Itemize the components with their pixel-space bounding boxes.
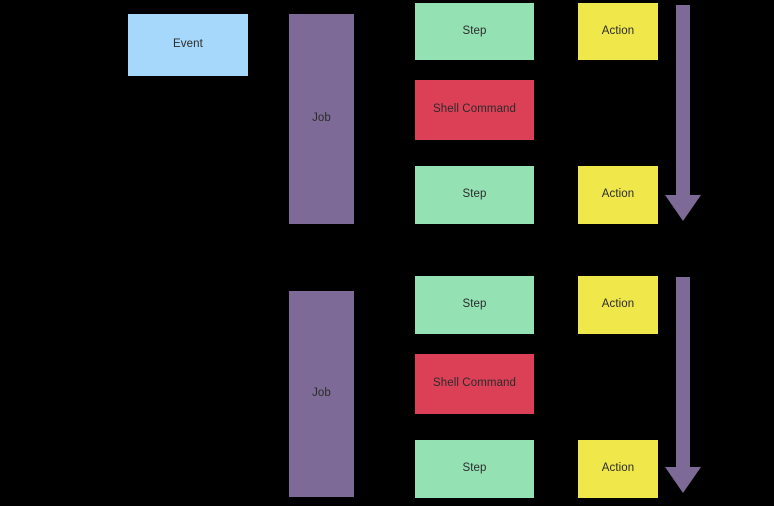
node-action[interactable]: Action (578, 166, 658, 224)
node-action[interactable]: Action (578, 276, 658, 334)
flow-arrow-down-icon (665, 277, 701, 493)
node-event[interactable]: Event (128, 14, 248, 76)
node-step[interactable]: Step (415, 3, 534, 60)
node-step[interactable]: Step (415, 166, 534, 224)
node-action[interactable]: Action (578, 440, 658, 498)
node-shell-command[interactable]: Shell Command (415, 80, 534, 140)
flow-arrow-down-icon (665, 5, 701, 221)
node-job[interactable]: Job (289, 291, 354, 497)
node-step[interactable]: Step (415, 276, 534, 334)
node-shell-command[interactable]: Shell Command (415, 354, 534, 414)
node-action[interactable]: Action (578, 3, 658, 60)
node-step[interactable]: Step (415, 440, 534, 498)
node-job[interactable]: Job (289, 14, 354, 224)
